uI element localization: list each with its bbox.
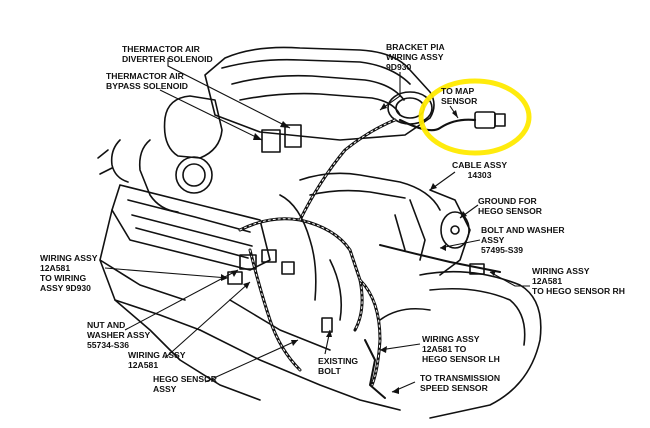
label-thermactor-bypass: THERMACTOR AIR BYPASS SOLENOID [106,71,188,91]
leader-lines [104,58,530,393]
engine-drawing [97,46,542,419]
map-sensor-highlight [418,78,532,156]
label-existing-bolt: EXISTING BOLT [318,356,359,376]
label-thermactor-diverter: THERMACTOR AIR DIVERTER SOLENOID [122,44,213,64]
label-transmission: TO TRANSMISSION SPEED SENSOR [420,373,501,393]
label-wiring-hego-rh: WIRING ASSY 12A581 TO HEGO SENSOR RH [532,266,625,296]
label-ground-hego: GROUND FOR HEGO SENSOR [478,196,542,216]
label-nut-washer: NUT AND WASHER ASSY 55734-S36 [87,320,151,350]
label-bracket-wiring: BRACKET PIA WIRING ASSY 9D930 [386,42,445,72]
leader-arrowheads [221,103,496,394]
label-cable-assy: CABLE ASSY 14303 [452,160,508,180]
label-to-map-sensor: TO MAP SENSOR [441,86,478,106]
label-bolt-washer: BOLT AND WASHER ASSY 57495-S39 [481,225,565,255]
label-hego-sensor: HEGO SENSOR ASSY [153,374,217,394]
label-wiring-to-9d930: WIRING ASSY 12A581 TO WIRING ASSY 9D930 [40,253,98,293]
label-wiring-12a581: WIRING ASSY 12A581 [128,350,186,370]
label-wiring-hego-lh: WIRING ASSY 12A581 TO HEGO SENSOR LH [422,334,500,364]
